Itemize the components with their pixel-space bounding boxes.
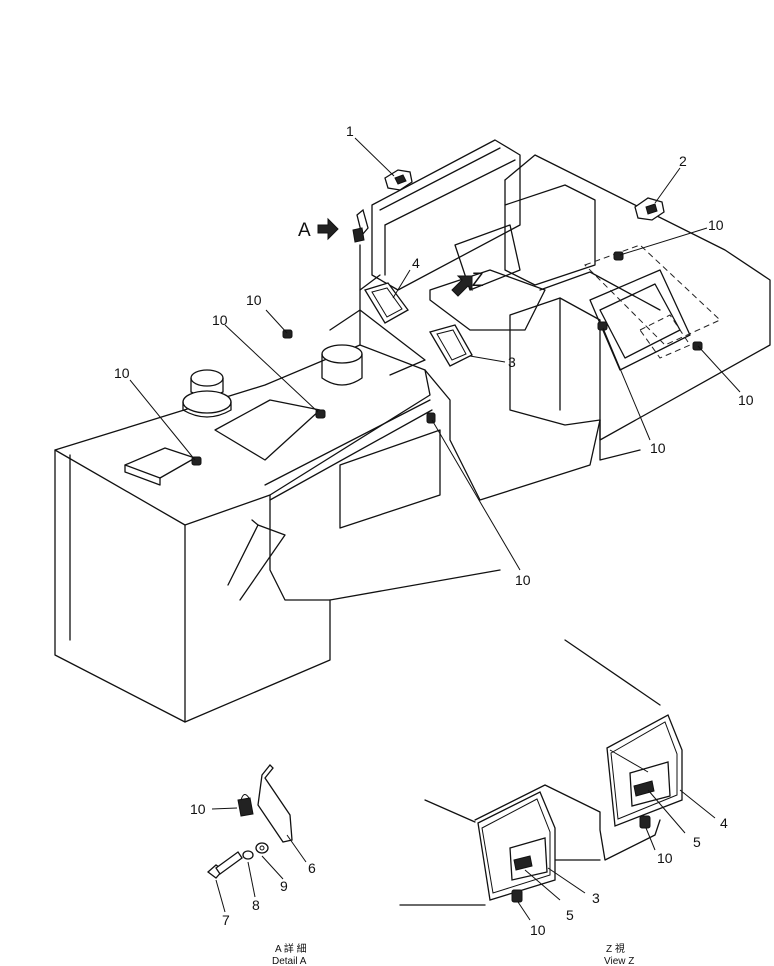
view-z-part-4: 4: [720, 815, 728, 831]
detail-a-caption-en: Detail A: [272, 956, 307, 966]
callout-10-b: 10: [212, 312, 228, 328]
view-z-labels: 3 5 10 4 5 10 Z 視 View Z: [530, 815, 728, 966]
view-a-arrow: [317, 217, 339, 241]
callout-10-g: 10: [515, 572, 531, 588]
view-z-part-10-left: 10: [530, 922, 546, 938]
callout-10-a: 10: [246, 292, 262, 308]
cover-part-3: [429, 324, 473, 367]
view-z-caption-jp: Z 視: [606, 942, 625, 955]
detail-a-part-9: 9: [280, 878, 288, 894]
detail-a-caption-jp: A 詳 細: [275, 942, 307, 955]
callout-10-e: 10: [650, 440, 666, 456]
callout-10-f: 10: [738, 392, 754, 408]
callout-10-c: 10: [114, 365, 130, 381]
radiator-hood: [359, 139, 521, 291]
view-a-label: A: [298, 220, 311, 241]
view-z-part-5-right: 5: [693, 834, 701, 850]
callout-2: 2: [679, 153, 687, 169]
lock-part-2: [634, 197, 665, 221]
detail-a-part-10: 10: [190, 801, 206, 817]
view-z-part-3: 3: [592, 890, 600, 906]
detail-a-labels: 10 6 7 8 9 A 詳 細 Detail A: [190, 801, 316, 966]
lock-part-1: [384, 169, 413, 191]
view-z-arrow: [451, 275, 473, 297]
callout-3: 3: [508, 354, 516, 370]
cover-part-4: [364, 282, 409, 324]
callout-labels: 1 2 4 3 10 10 10 10 10 10 10 A Z: [114, 123, 754, 588]
callout-10-d: 10: [708, 217, 724, 233]
detail-a-part-7: 7: [222, 912, 230, 928]
callout-4: 4: [412, 255, 420, 271]
view-z-caption-en: View Z: [604, 956, 634, 966]
view-z-drawing: [399, 639, 716, 921]
view-z-label: Z: [472, 270, 484, 291]
machine-body: [54, 274, 641, 723]
detail-a-drawing: [206, 764, 307, 913]
bracket-detail-a: [352, 208, 369, 243]
callout-1: 1: [346, 123, 354, 139]
view-z-part-10-right: 10: [657, 850, 673, 866]
detail-a-part-6: 6: [308, 860, 316, 876]
cab-area: [429, 154, 771, 441]
detail-a-part-8: 8: [252, 897, 260, 913]
leader-lines: [129, 137, 741, 571]
view-z-part-5-left: 5: [566, 907, 574, 923]
